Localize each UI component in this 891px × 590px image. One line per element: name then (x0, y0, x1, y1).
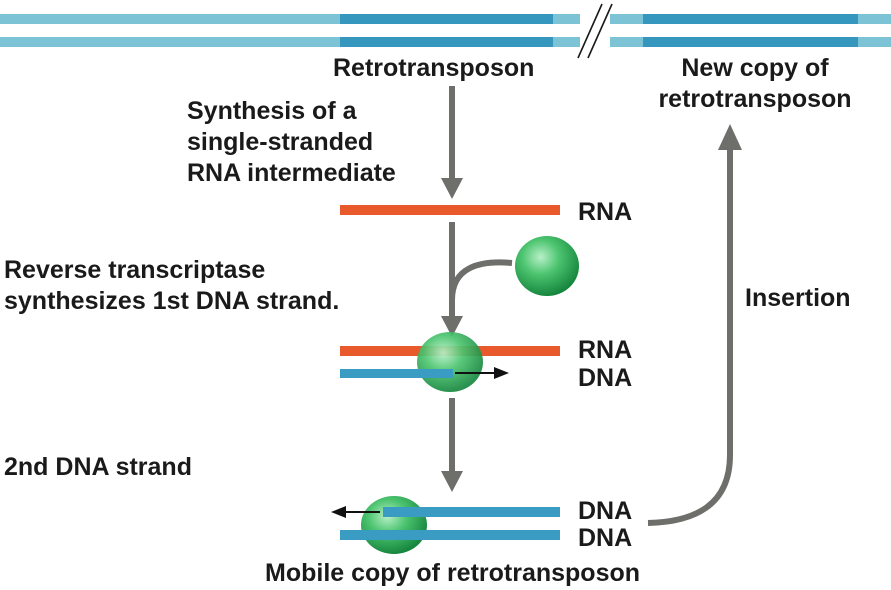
reverse-transcriptase-sphere-icon (361, 496, 427, 554)
dna-double-strand-mobile-copy (331, 496, 560, 554)
label-reverse-transcriptase-line2: synthesizes 1st DNA strand. (4, 287, 340, 315)
reverse-transcriptase-sphere-icon (417, 332, 483, 392)
host-genome-dna (0, 3, 891, 59)
new-copy-segment-bottom (643, 37, 858, 47)
label-insertion: Insertion (745, 284, 851, 312)
black-arrow-icon (455, 367, 509, 379)
reverse-transcriptase-sphere-icon (515, 236, 579, 296)
black-arrow-icon (331, 506, 380, 518)
rna-strand-intermediate (340, 205, 560, 215)
dna-first-strand-copy (340, 530, 560, 540)
label-synthesis-line3: RNA intermediate (187, 159, 396, 187)
dna-first-strand (340, 369, 453, 378)
label-synthesis-line2: single-stranded (187, 128, 374, 156)
dna-second-strand (383, 507, 560, 517)
label-dna-first-strand: DNA (578, 364, 633, 392)
retrotransposon-segment-bottom (340, 37, 553, 47)
label-rna-template: RNA (578, 336, 633, 364)
process-arrow-transcription (441, 86, 463, 199)
retrotransposon-segment-top (340, 14, 553, 24)
label-rna-intermediate: RNA (578, 198, 633, 226)
rna-dna-hybrid (340, 332, 560, 392)
label-new-copy-line2: retrotransposon (658, 85, 852, 113)
double-slash-break-icon (577, 3, 613, 59)
label-mobile-copy: Mobile copy of retrotransposon (265, 559, 641, 587)
process-arrow-reverse-transcription (441, 222, 513, 337)
label-reverse-transcriptase-line1: Reverse transcriptase (4, 256, 266, 284)
new-copy-segment-top (643, 14, 858, 24)
label-dna-top: DNA (578, 497, 633, 525)
label-synthesis-line1: Synthesis of a (187, 97, 357, 125)
label-dna-bottom: DNA (578, 524, 633, 552)
process-arrow-second-strand (441, 398, 463, 492)
label-retrotransposon: Retrotransposon (333, 54, 535, 82)
label-second-dna-strand: 2nd DNA strand (4, 453, 192, 481)
insertion-arrow (647, 124, 742, 526)
label-new-copy-line1: New copy of (681, 54, 829, 82)
